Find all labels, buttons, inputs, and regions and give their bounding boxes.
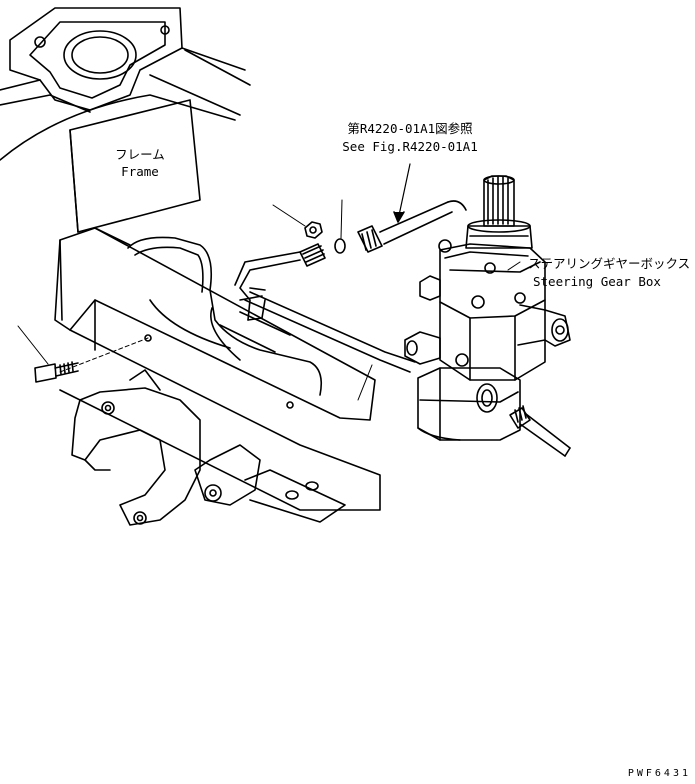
frame-label-jp: フレーム [115,147,165,162]
bolt-left [17,325,149,383]
hose-assembly [234,243,416,401]
reference-callout-jp: 第R4220-01A1図参照 [347,121,473,136]
nut-and-washer [272,199,346,254]
reference-callout-en: See Fig.R4220-01A1 [342,139,478,154]
upper-hose [357,163,467,253]
steering-gear-box [404,175,571,457]
lower-bracket [71,369,346,526]
gearbox-label-jp: ステアリングギヤーボックス [528,256,691,271]
frame-label-en: Frame [121,164,159,179]
drawing-code: PWF6431 [627,768,691,779]
gearbox-label-en: Steering Gear Box [533,274,661,289]
gearbox-leader-line [507,261,521,271]
frame-rail [54,99,381,511]
frame-upper-bracket [0,7,251,161]
